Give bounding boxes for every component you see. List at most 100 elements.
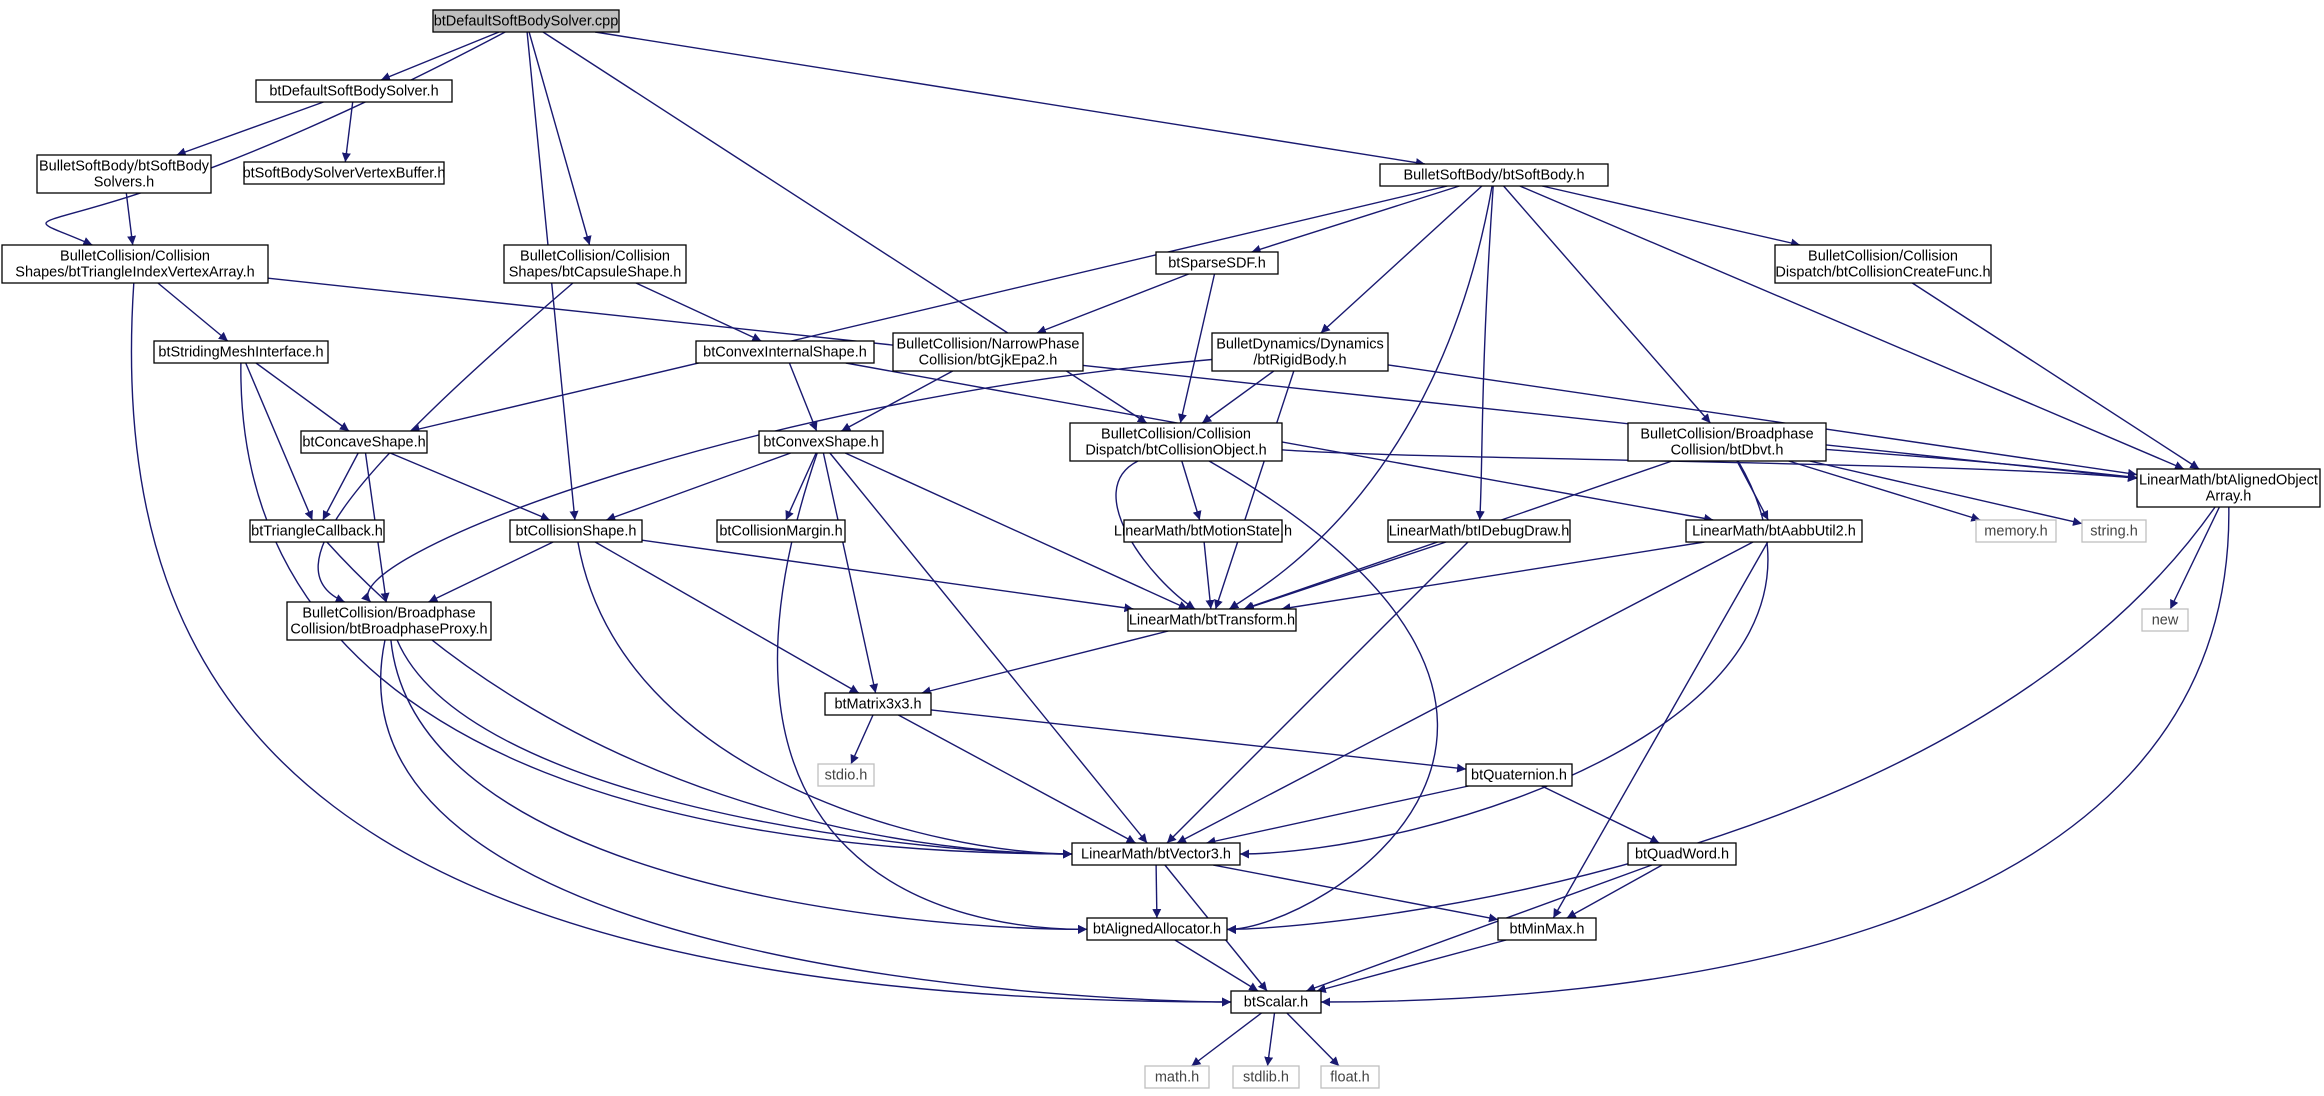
node-motion[interactable]: LinearMath/btMotionState.h — [1114, 519, 1292, 543]
node-memory: memory.h — [1975, 519, 2057, 543]
node-rigid[interactable]: BulletDynamics/Dynamics/btRigidBody.h — [1211, 332, 1389, 372]
node-transform[interactable]: LinearMath/btTransform.h — [1127, 608, 1297, 632]
node-concave[interactable]: btConcaveShape.h — [300, 430, 428, 454]
node-minmax[interactable]: btMinMax.h — [1497, 917, 1597, 941]
node-label: LinearMath/btMotionState.h — [1114, 524, 1292, 540]
node-label: btSparseSDF.h — [1168, 256, 1266, 272]
node-stdlib: stdlib.h — [1232, 1065, 1300, 1089]
edge-tiva-to-scalar — [130, 282, 1232, 1007]
edge-vector3-to-alloc — [1152, 864, 1162, 919]
node-box — [2081, 519, 2147, 543]
edge-dbvt-to-string — [1809, 460, 2083, 526]
node-box — [243, 161, 445, 185]
node-margin[interactable]: btCollisionMargin.h — [716, 519, 846, 543]
node-stdio: stdio.h — [817, 763, 875, 787]
node-convex[interactable]: btConvexShape.h — [758, 430, 884, 454]
node-bproxy[interactable]: BulletCollision/BroadphaseCollision/btBr… — [286, 601, 492, 641]
node-gjk[interactable]: BulletCollision/NarrowPhaseCollision/btG… — [892, 332, 1084, 372]
node-label: Shapes/btTriangleIndexVertexArray.h — [15, 265, 254, 281]
edge-dbvt-to-vector3 — [1239, 460, 1769, 859]
node-box — [249, 519, 385, 543]
node-box — [824, 692, 932, 716]
edge-capsule-to-convexint — [635, 282, 762, 342]
edge-minmax-to-scalar — [1316, 939, 1507, 994]
node-label: Solvers.h — [94, 175, 154, 191]
edge-rigid-to-bproxy — [361, 358, 1213, 603]
node-label: btAlignedAllocator.h — [1093, 922, 1221, 938]
edge-idebug-to-vector3 — [1166, 541, 1469, 844]
node-box — [432, 9, 620, 33]
node-box — [1155, 251, 1279, 275]
node-matrix[interactable]: btMatrix3x3.h — [824, 692, 932, 716]
node-label: LinearMath/btAabbUtil2.h — [1692, 524, 1856, 540]
edge-root-to-dsbs — [380, 31, 500, 81]
node-createfunc[interactable]: BulletCollision/CollisionDispatch/btColl… — [1774, 244, 1992, 284]
edge-bproxy-to-scalar — [380, 639, 1232, 1007]
node-label: btCollisionMargin.h — [719, 524, 842, 540]
node-box — [2136, 468, 2321, 508]
node-smi[interactable]: btStridingMeshInterface.h — [153, 340, 329, 364]
node-idebug[interactable]: LinearMath/btIDebugDraw.h — [1387, 519, 1571, 543]
node-box — [1144, 1065, 1210, 1089]
node-capsule[interactable]: BulletCollision/CollisionShapes/btCapsul… — [503, 244, 687, 284]
node-label: BulletCollision/Collision — [1101, 427, 1251, 443]
node-label: BulletSoftBody/btSoftBody — [39, 159, 210, 175]
edge-concave-to-colshape — [389, 452, 551, 521]
node-box — [1379, 163, 1609, 187]
edge-convex-to-margin — [785, 452, 817, 521]
node-new: new — [2141, 608, 2189, 632]
node-box — [300, 430, 428, 454]
node-vector3[interactable]: LinearMath/btVector3.h — [1071, 842, 1241, 866]
node-label: btConvexInternalShape.h — [703, 345, 867, 361]
node-box — [892, 332, 1084, 372]
edge-createfunc-to-aoa — [1911, 282, 2200, 470]
node-dbvt[interactable]: BulletCollision/BroadphaseCollision/btDb… — [1627, 422, 1827, 462]
node-box — [1086, 917, 1228, 941]
node-box — [1123, 519, 1283, 543]
node-tiva[interactable]: BulletCollision/CollisionShapes/btTriang… — [1, 244, 269, 284]
node-quat[interactable]: btQuaternion.h — [1465, 763, 1573, 787]
edge-softbody-to-dbvt — [1503, 185, 1711, 424]
edge-smi-to-concave — [255, 362, 350, 432]
node-box — [1774, 244, 1992, 284]
edge-convex-to-vector3 — [829, 452, 1148, 844]
edge-rigid-to-colobj — [1201, 370, 1275, 424]
node-tricb[interactable]: btTriangleCallback.h — [249, 519, 385, 543]
edge-aabb-to-minmax — [1552, 541, 1769, 919]
edge-concave-to-tricb — [322, 452, 359, 521]
edge-softbody-to-transform — [1228, 185, 1493, 610]
edge-bproxy-to-vector3 — [396, 639, 1073, 859]
edge-softbody-to-idebug — [1475, 185, 1494, 521]
node-alloc[interactable]: btAlignedAllocator.h — [1086, 917, 1228, 941]
node-aabb[interactable]: LinearMath/btAabbUtil2.h — [1685, 519, 1863, 543]
node-sparsesdf[interactable]: btSparseSDF.h — [1155, 251, 1279, 275]
node-vertbuf[interactable]: btSoftBodySolverVertexBuffer.h — [243, 161, 446, 185]
node-box — [1685, 519, 1863, 543]
edge-tricb-to-vector3 — [326, 541, 1073, 859]
node-softbody[interactable]: BulletSoftBody/btSoftBody.h — [1379, 163, 1609, 187]
node-string: string.h — [2081, 519, 2147, 543]
node-label: btMinMax.h — [1510, 922, 1585, 938]
node-layer: btDefaultSoftBodySolver.cpp btDefaultSoft… — [1, 9, 2321, 1089]
node-label: stdlib.h — [1243, 1070, 1289, 1086]
node-box — [255, 79, 453, 103]
node-colobj[interactable]: BulletCollision/CollisionDispatch/btColl… — [1069, 422, 1283, 462]
node-quadword[interactable]: btQuadWord.h — [1627, 842, 1737, 866]
node-colshape[interactable]: btCollisionShape.h — [509, 519, 643, 543]
node-box — [1127, 608, 1297, 632]
edge-convexint-to-convex — [788, 362, 818, 432]
node-dsbs[interactable]: btDefaultSoftBodySolver.h — [255, 79, 453, 103]
node-scalar[interactable]: btScalar.h — [1230, 990, 1322, 1014]
node-box — [503, 244, 687, 284]
node-root[interactable]: btDefaultSoftBodySolver.cpp — [432, 9, 620, 33]
node-label: BulletCollision/Broadphase — [1640, 427, 1813, 443]
edge-alloc-to-scalar — [1174, 939, 1259, 992]
node-box — [1230, 990, 1322, 1014]
node-convexint[interactable]: btConvexInternalShape.h — [695, 340, 875, 364]
node-label: float.h — [1330, 1070, 1370, 1086]
edge-softbody-to-createfunc — [1541, 185, 1801, 248]
edge-colobj-to-motion — [1181, 460, 1202, 521]
